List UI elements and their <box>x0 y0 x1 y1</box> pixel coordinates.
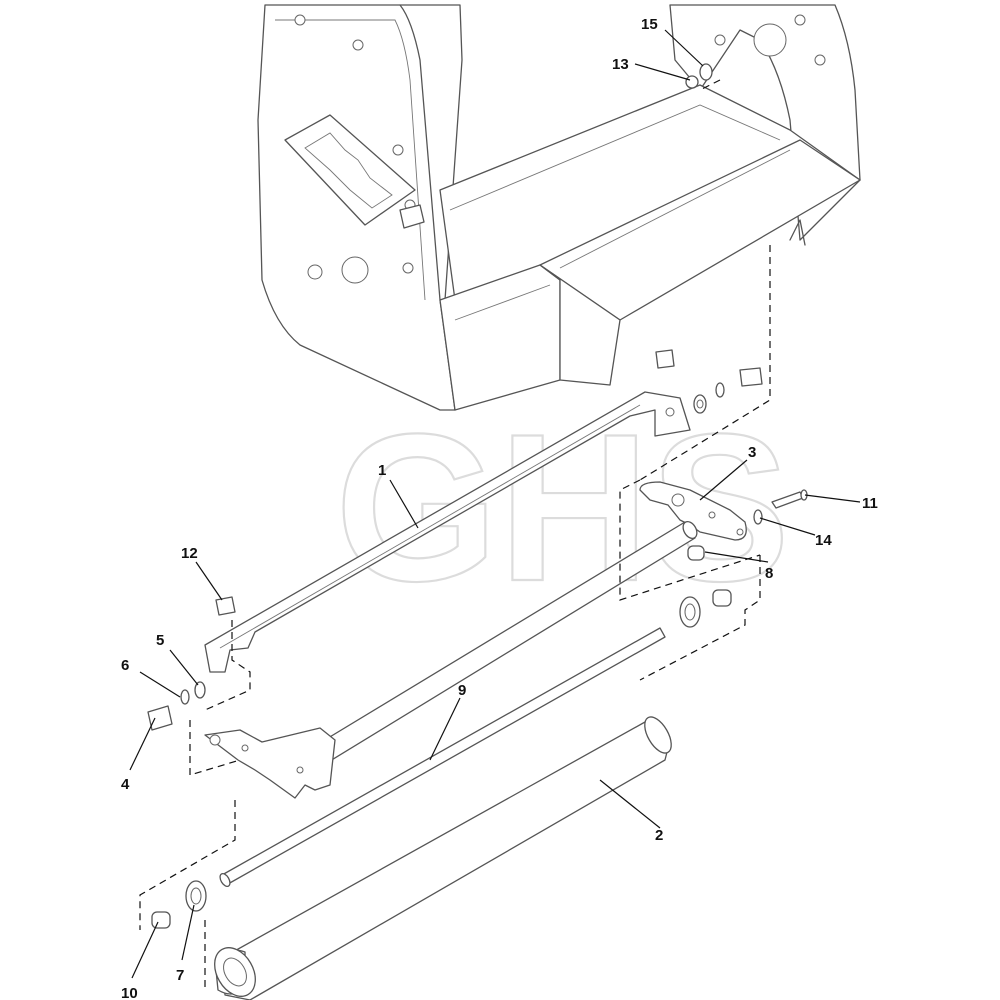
lower-left-end-plate <box>204 727 336 799</box>
callout-14: 14 <box>815 532 832 549</box>
callout-13: 13 <box>612 56 629 73</box>
callout-1: 1 <box>378 462 386 479</box>
callout-11: 11 <box>862 495 878 512</box>
callout-5: 5 <box>156 632 164 649</box>
callout-3: 3 <box>748 444 756 461</box>
part-3-end-plate <box>639 481 747 541</box>
assembly-dashed-lines <box>139 79 771 990</box>
part-2-roller <box>214 716 672 1000</box>
callout-15: 15 <box>641 16 658 33</box>
part-1-support-bar <box>204 391 691 673</box>
chassis-frame <box>257 4 861 411</box>
callout-7: 7 <box>176 967 184 984</box>
callout-10: 10 <box>121 985 138 1000</box>
hardware <box>147 63 808 929</box>
part-9-rod <box>219 627 666 888</box>
callout-2: 2 <box>655 827 663 844</box>
callout-6: 6 <box>121 657 129 674</box>
callout-9: 9 <box>458 682 466 699</box>
callout-leaders <box>129 29 861 979</box>
callout-8: 8 <box>765 565 773 582</box>
callout-4: 4 <box>121 776 130 793</box>
callout-labels: 1 2 3 4 5 6 7 8 9 10 11 12 13 14 15 <box>121 16 878 1000</box>
callout-12: 12 <box>181 545 198 562</box>
